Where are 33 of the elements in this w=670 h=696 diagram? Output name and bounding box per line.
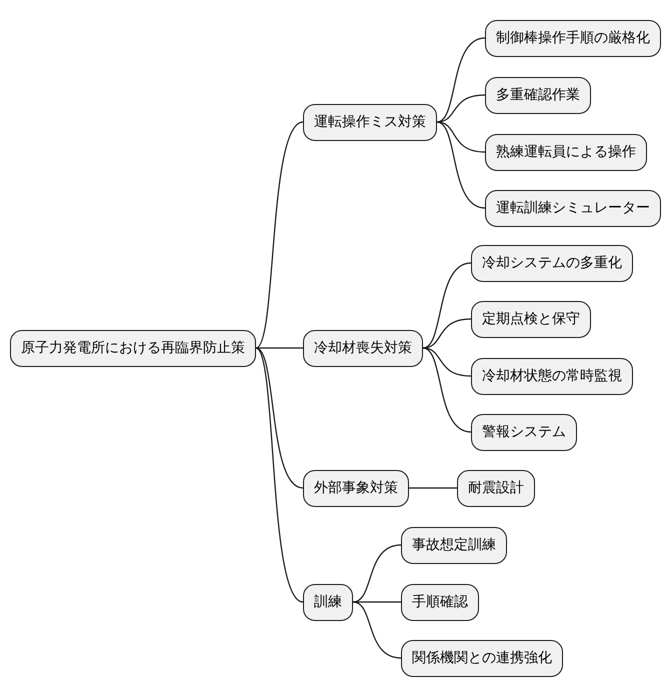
topic-box: 冷却材喪失対策 xyxy=(303,330,423,366)
connector-line xyxy=(352,544,402,603)
topic-box: 事故想定訓練 xyxy=(401,526,507,564)
topic-box: 運転訓練シミュレーター xyxy=(485,190,661,226)
topic-box: 冷却システムの多重化 xyxy=(471,244,633,282)
topic-box: 警報システム xyxy=(471,414,577,450)
connector-line xyxy=(422,262,472,349)
connector-line xyxy=(436,121,486,209)
topic-box: 訓練 xyxy=(303,584,353,620)
connector-line xyxy=(436,37,486,123)
connector-line xyxy=(256,347,303,349)
topic-box: 多重確認作業 xyxy=(485,76,591,114)
connector-line xyxy=(256,348,304,602)
topic-box: 手順確認 xyxy=(401,584,479,620)
topic-box: 制御棒操作手順の厳格化 xyxy=(485,20,661,56)
connector-line xyxy=(409,487,457,489)
topic-box: 運転操作ミス対策 xyxy=(303,104,437,140)
connector-line xyxy=(422,318,472,349)
connector-line xyxy=(256,347,304,489)
topic-box: 冷却材状態の常時監視 xyxy=(471,358,633,394)
connector-line xyxy=(436,121,486,153)
connector-line xyxy=(353,601,401,603)
connector-line xyxy=(436,94,486,123)
connector-line xyxy=(352,601,402,659)
topic-box: 定期点検と保守 xyxy=(471,300,591,338)
connector-line xyxy=(422,347,472,433)
topic-box: 原子力発電所における再臨界防止策 xyxy=(10,330,256,366)
topic-box: 耐震設計 xyxy=(457,470,535,506)
connector-line xyxy=(256,121,304,348)
topic-box: 外部事象対策 xyxy=(303,470,409,506)
topic-box: 関係機関との連携強化 xyxy=(401,640,563,676)
connector-line xyxy=(422,347,472,377)
topic-box: 熟練運転員による操作 xyxy=(485,134,647,170)
